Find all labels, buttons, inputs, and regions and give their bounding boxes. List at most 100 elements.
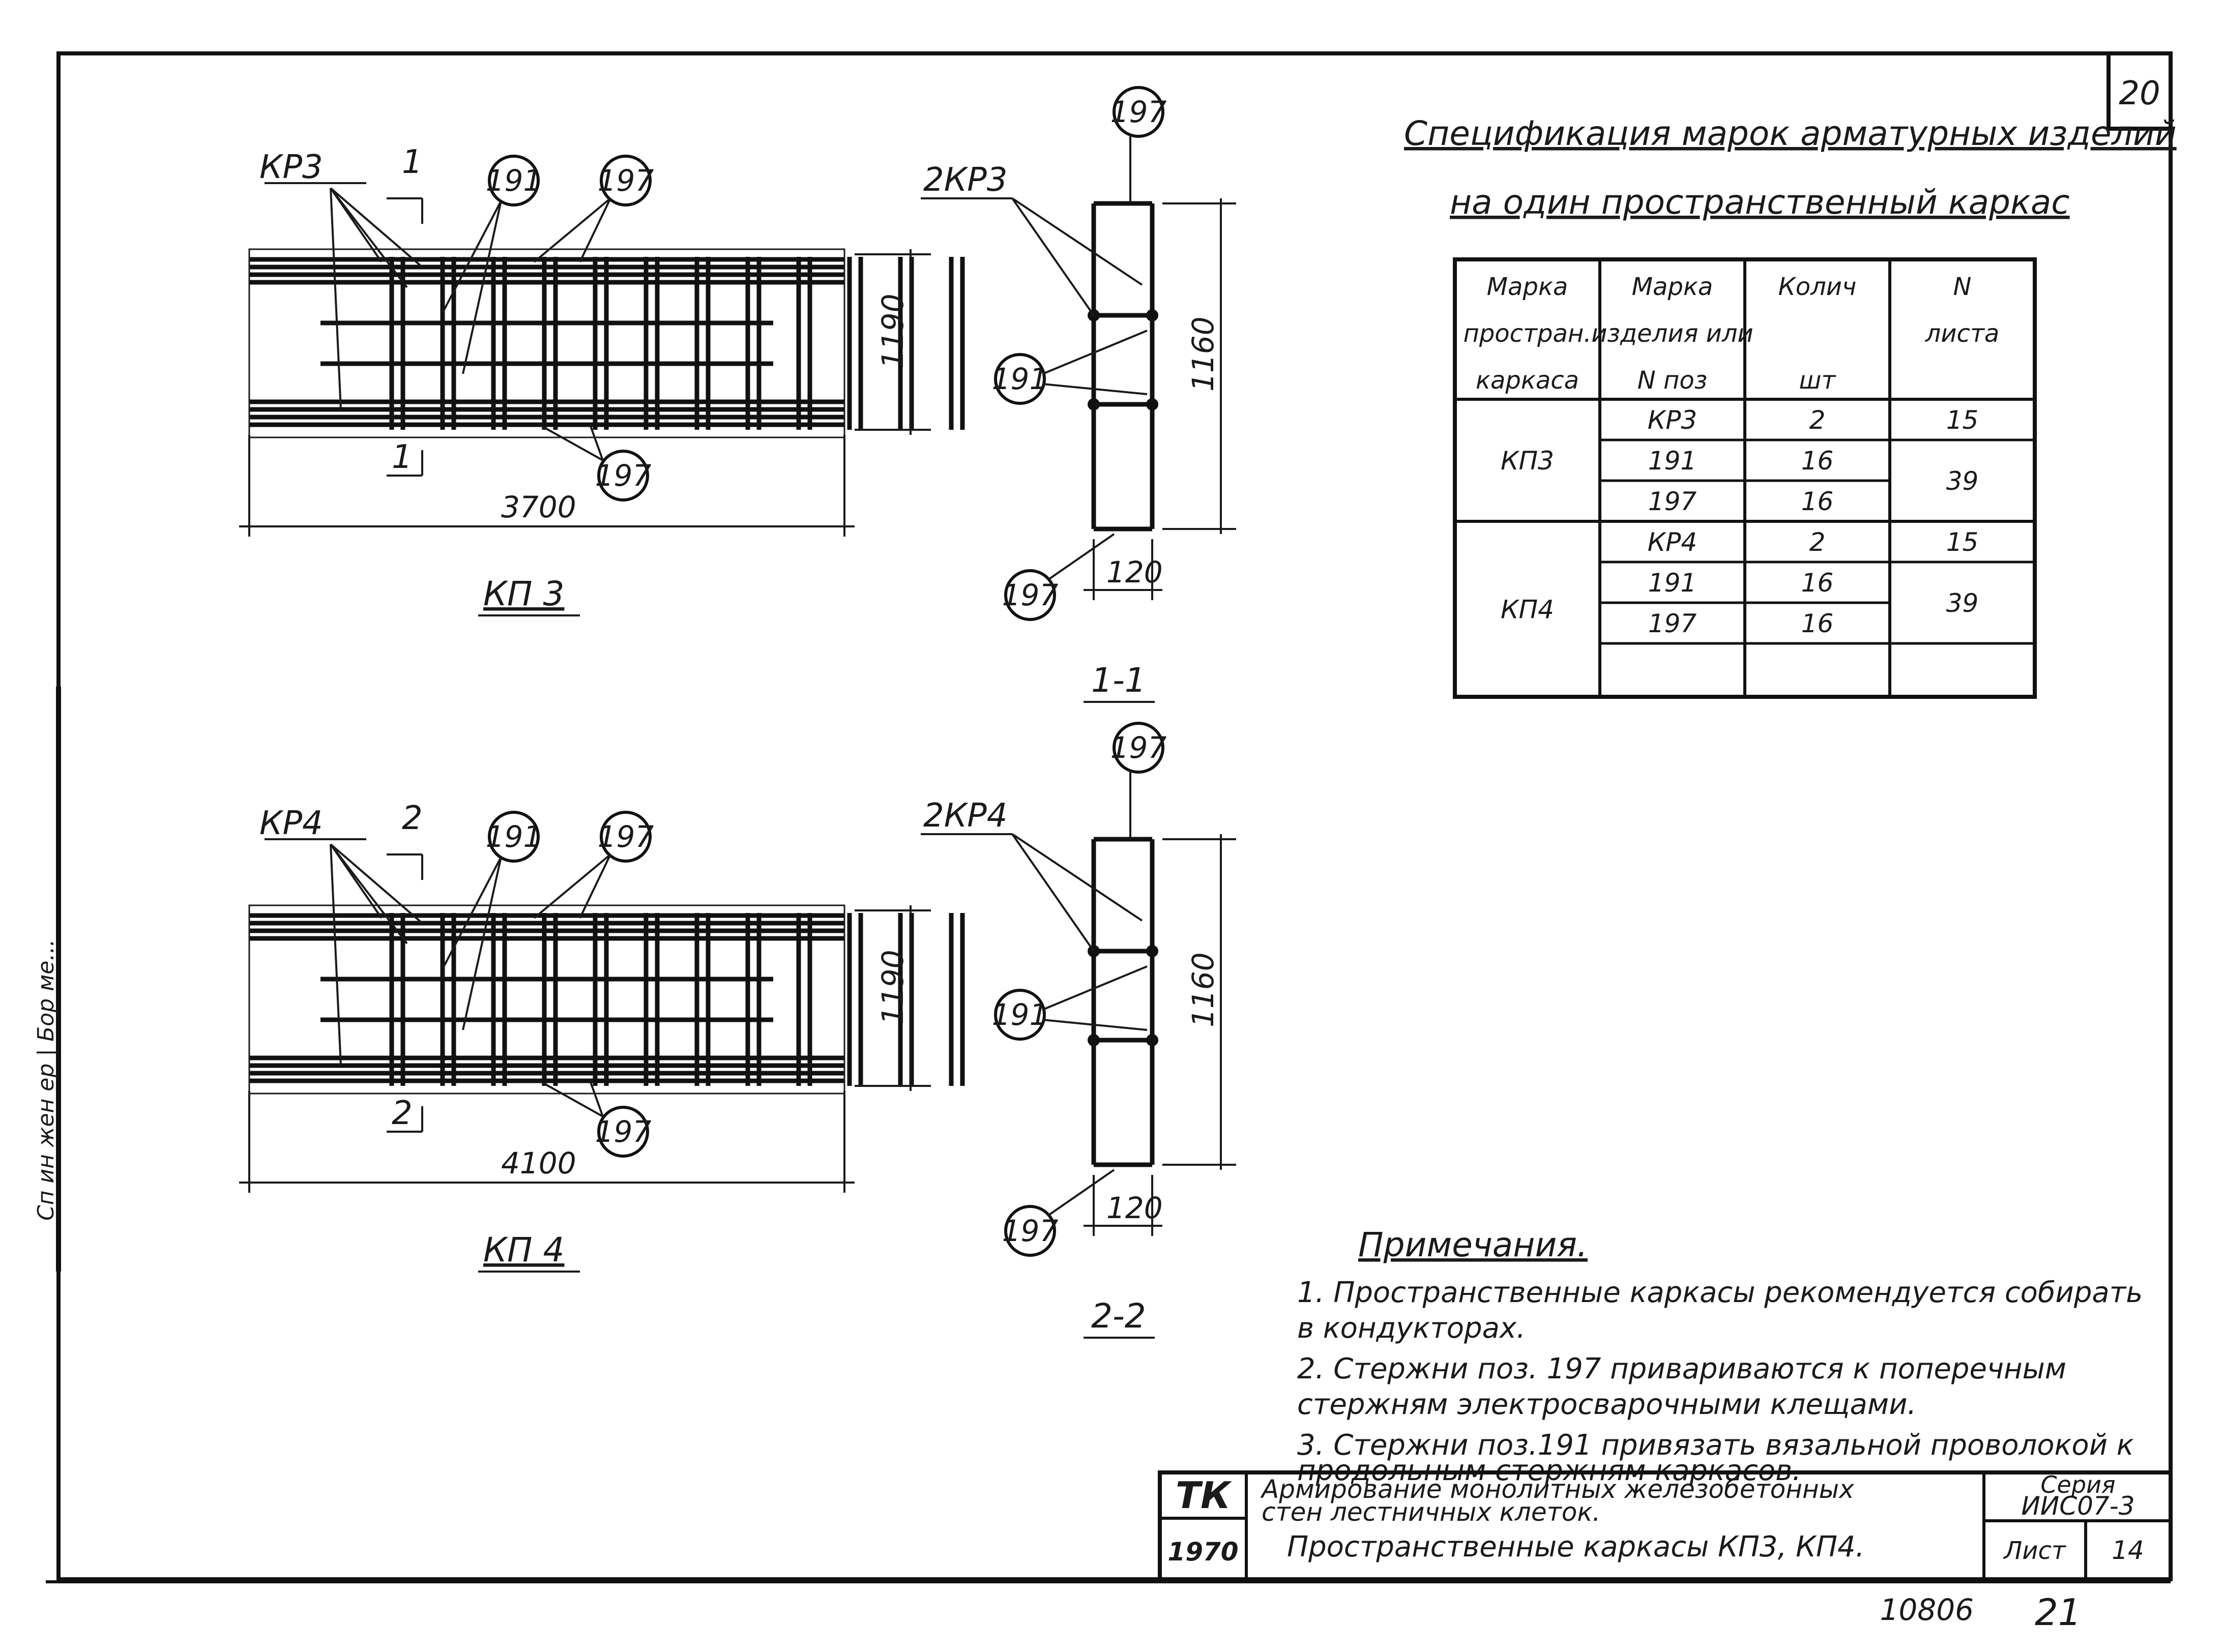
spec-header-cell: простран. (1463, 319, 1591, 348)
length-dim-value: 4100 (501, 1146, 576, 1181)
frame-label: КР3 (259, 149, 323, 186)
callout-197-bottom-label: 197 (595, 1114, 652, 1149)
callout-197-top-circle (600, 811, 652, 863)
spec-cell-item: 197 (1648, 609, 1697, 638)
frame-leader (330, 188, 342, 410)
section-node-left (1088, 398, 1100, 410)
spec-cell-item: КР3 (1648, 405, 1697, 435)
bottom-number-left: 10806 (1880, 1592, 1974, 1627)
view-title: КП 4 (483, 1230, 564, 1270)
note-line-5: 3. Стержни поз.191 привязать вязальной п… (1297, 1429, 2134, 1462)
bottom-number-right: 21 (2035, 1591, 2082, 1634)
side-stamp-text: Сп ин жен ер | Бор ме... (33, 939, 59, 1221)
frame-leader (330, 844, 342, 1066)
section-callout-191-circle (994, 353, 1046, 405)
spec-cell-item: 197 (1648, 487, 1697, 516)
section-callout-197-top-circle (1113, 722, 1164, 774)
spec-header-cell: шт (1799, 366, 1837, 395)
spec-header-cell: N поз (1637, 366, 1707, 395)
section-width-dim-value: 120 (1106, 555, 1163, 589)
note-line-3: 2. Стержни поз. 197 привариваются к попе… (1297, 1352, 2066, 1385)
spec-cell-qty: 2 (1809, 405, 1826, 435)
section-callout-191-label: 191 (992, 362, 1048, 396)
stamp-org: ТК (1176, 1474, 1232, 1517)
frame-leader (330, 187, 408, 288)
callout-197-top-leader (579, 198, 611, 262)
section-callout-191-label: 191 (992, 997, 1048, 1032)
side-stamp: Сп ин жен ер | Бор ме... (33, 687, 61, 1272)
spec-cell-sheet: 15 (1946, 527, 1979, 557)
section-frame-leader (1011, 833, 1143, 922)
spec-cell-item: 191 (1648, 568, 1696, 598)
callout-197-bottom-leader (589, 1080, 604, 1117)
spec-cell-sheet: 15 (1946, 405, 1979, 435)
section-node-right (1146, 1034, 1158, 1046)
stamp-series-value: ИИС07-3 (2021, 1491, 2134, 1521)
stamp-series-label: Серия (2040, 1471, 2115, 1498)
spec-cell-qty: 16 (1801, 609, 1834, 638)
spec-cell-sheet: 39 (1946, 588, 1979, 618)
callout-197-bottom-label: 197 (595, 458, 652, 493)
section-callout-191-leader (1042, 1019, 1148, 1031)
frame-leader (330, 843, 408, 945)
stamp-sheet-value: 14 (2112, 1536, 2144, 1565)
section-frame-label: 2КР3 (923, 161, 1007, 199)
spec-title-line1: Спецификация марок арматурных изделий (1404, 114, 2177, 153)
section-height-dim-value: 1160 (1186, 316, 1220, 392)
callout-197-bottom-leader (539, 1080, 603, 1117)
callout-197-top-circle (600, 155, 652, 206)
section-callout-191-leader (1042, 965, 1148, 1011)
callout-197-top-label: 197 (598, 163, 654, 198)
stamp-year: 1970 (1167, 1537, 1238, 1567)
section-callout-197-bottom-label: 197 (1002, 578, 1059, 612)
section-title: 2-2 (1091, 1296, 1146, 1336)
section-frame-label: 2КР4 (923, 797, 1007, 835)
notes-heading: Примечания. (1358, 1225, 1588, 1264)
title-block: ТК 1970 Армирование монолитных железобет… (1158, 1470, 2173, 1581)
section-height-dim-value: 1160 (1186, 952, 1220, 1027)
height-dim-value: 1190 (875, 950, 910, 1025)
section-mark-bottom: 2 (392, 1095, 413, 1132)
callout-197-top-leader (579, 854, 611, 919)
frame-leader (330, 187, 423, 268)
section-callout-191-circle (994, 989, 1046, 1041)
section-callout-197-bottom-label: 197 (1002, 1214, 1059, 1248)
callout-197-top-leader (533, 853, 611, 919)
frame-label: КР4 (259, 805, 323, 842)
spec-cell-item: КР4 (1648, 527, 1697, 557)
page-number-box (2107, 51, 2173, 131)
section-frame-leader (1011, 197, 1143, 286)
view-title: КП 3 (483, 574, 564, 613)
spec-group-mark: КП4 (1501, 595, 1554, 625)
spec-header-cell: каркаса (1476, 366, 1579, 395)
callout-197-bottom-circle (597, 450, 649, 501)
spec-group-mark: КП3 (1501, 446, 1554, 476)
callout-197-bottom-leader (589, 424, 604, 461)
section-callout-197-bottom-leader (1047, 1169, 1115, 1217)
notes: Примечания. 1. Пространственные каркасы … (1297, 1225, 2143, 1487)
callout-191-label: 191 (486, 163, 542, 198)
spec-header-cell: N (1953, 273, 1972, 301)
section-node-right (1146, 398, 1158, 410)
section-callout-197-top-label: 197 (1110, 95, 1167, 129)
spec-cell-item: 191 (1648, 446, 1696, 476)
spec-cell-sheet: 39 (1946, 466, 1979, 496)
section-frame-leader (1011, 833, 1095, 952)
section-mark-top: 2 (402, 800, 423, 837)
section-callout-191-leader (1042, 330, 1148, 375)
frame-outline (248, 904, 845, 1095)
note-line-4: стержням электросварочными клещами. (1297, 1388, 1916, 1421)
spec-title: Спецификация марок арматурных изделий на… (1404, 114, 2177, 222)
callout-191-circle (488, 811, 540, 863)
section-node-right (1146, 309, 1158, 321)
callout-191-leader (442, 857, 502, 969)
section-mark-bottom: 1 (392, 438, 413, 476)
section-callout-197-bottom-circle (1004, 569, 1056, 621)
spec-header-cell: изделия или (1591, 319, 1753, 348)
stamp-sheet-label: Лист (2003, 1537, 2067, 1565)
section-callout-197-bottom-circle (1004, 1205, 1056, 1257)
